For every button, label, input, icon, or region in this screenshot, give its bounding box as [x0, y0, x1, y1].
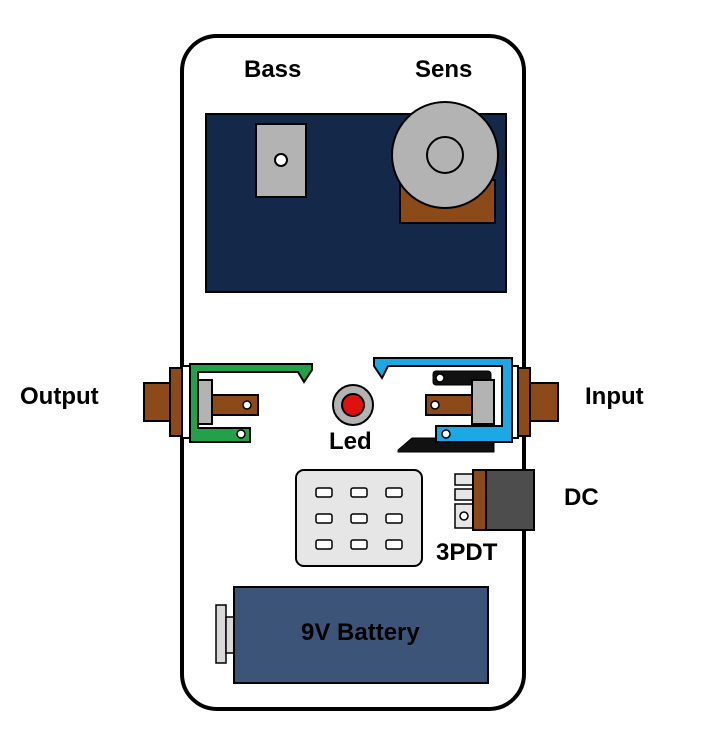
sens-label: Sens [415, 56, 473, 83]
output-label: Output [20, 383, 99, 410]
battery-label: 9V Battery [301, 619, 420, 646]
led-icon [332, 384, 374, 426]
switch-label: 3PDT [436, 539, 498, 566]
footswitch-icon [295, 469, 423, 567]
input-label: Input [585, 383, 644, 410]
battery-icon [215, 586, 489, 684]
jack-icon [143, 365, 259, 439]
pot-icon [391, 101, 499, 224]
input-clip [373, 357, 513, 443]
jack-icon [425, 365, 559, 439]
bass-label: Bass [244, 56, 302, 83]
trimmer-icon [255, 123, 307, 198]
dc-label: DC [564, 484, 599, 511]
led-label: Led [329, 428, 372, 455]
output-clip [189, 363, 313, 443]
dc-jack-icon [454, 469, 535, 531]
